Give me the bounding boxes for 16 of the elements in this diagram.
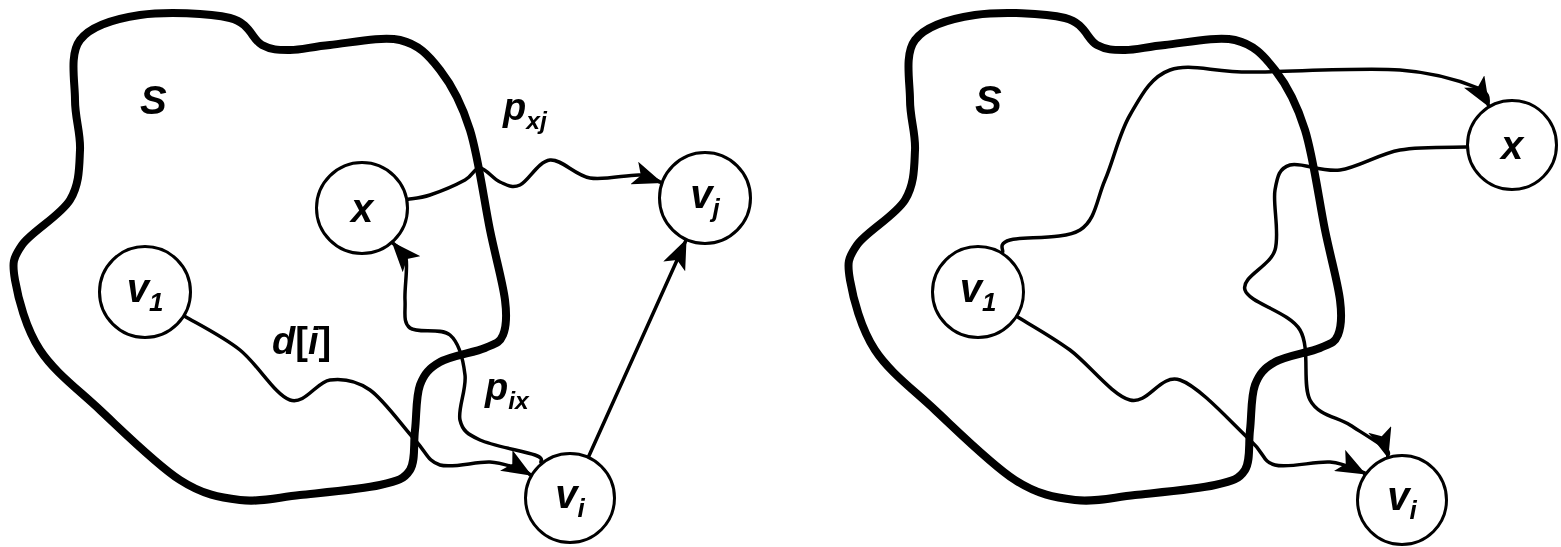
path-arrow [1000,65,1491,254]
vertex-label: v$_{1}$ [959,268,997,316]
vertex-label: v$_{1}$ [126,268,164,316]
vertex-label: v$_{j}$ [690,174,720,222]
path-arrow [406,158,663,201]
path-arrow [391,241,544,465]
vertex-label: v$_{i}$ [555,474,585,522]
path-arrow [1016,315,1367,476]
vertex-label: v$_{i}$ [1387,476,1417,524]
set-label: S [140,80,167,120]
path-arrow [183,314,532,477]
path-arrow [587,239,688,458]
path-arrow [1242,145,1468,459]
vertex-label: x [350,188,374,228]
vertex-label: x [1500,125,1524,165]
set-label: S [975,80,1002,120]
